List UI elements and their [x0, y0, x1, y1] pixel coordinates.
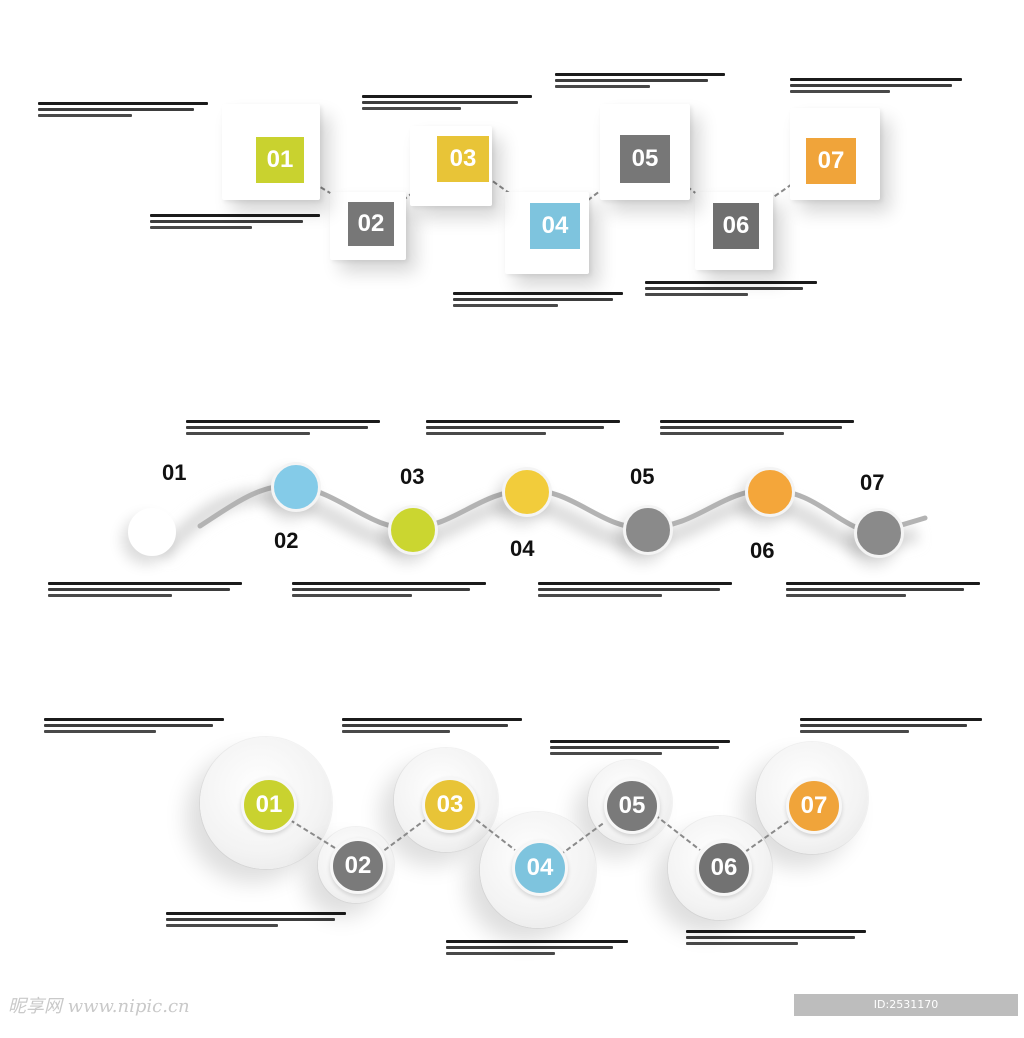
circle-number-07: 07 [786, 778, 842, 834]
wave-caption-bottom-2 [292, 582, 486, 604]
wave-dot-02 [271, 462, 321, 512]
circle-number-04: 04 [512, 840, 568, 896]
wave-dot-03 [388, 505, 438, 555]
step-chip-03: 03 [437, 136, 489, 182]
caption-01 [38, 102, 208, 124]
circle-number-01: 01 [241, 777, 297, 833]
caption-03 [362, 95, 532, 117]
circle-caption-04 [446, 940, 628, 962]
wave-dot-04 [502, 467, 552, 517]
circle-caption-06 [686, 930, 866, 952]
circle-number-03: 03 [422, 777, 478, 833]
circle-caption-01 [44, 718, 224, 740]
watermark-id: ID:2531170 NO:20140710085537418000 [794, 994, 1018, 1033]
wave-dot-05 [623, 505, 673, 555]
circle-number-02: 02 [330, 838, 386, 894]
watermark-left: 昵享网 www.nipic.cn [8, 996, 190, 1017]
wave-label-06: 06 [750, 538, 775, 563]
circle-caption-02 [166, 912, 346, 934]
wave-caption-bottom-3 [538, 582, 732, 604]
wave-label-02: 02 [274, 528, 299, 553]
step-chip-02: 02 [348, 202, 394, 246]
caption-05 [555, 73, 725, 95]
caption-06 [645, 281, 817, 303]
wave-label-04: 04 [510, 536, 535, 561]
circle-connectors [289, 814, 791, 856]
wave-label-07: 07 [860, 470, 885, 495]
wave-caption-top-3 [660, 420, 854, 442]
caption-04 [453, 292, 623, 314]
wave-label-05: 05 [630, 464, 655, 489]
wave-dot-07 [854, 508, 904, 558]
step-chip-01: 01 [256, 137, 304, 183]
wave-caption-top-1 [186, 420, 380, 442]
caption-02 [150, 214, 320, 236]
circle-number-06: 06 [696, 840, 752, 896]
wave-caption-bottom-4 [786, 582, 980, 604]
circle-number-05: 05 [604, 778, 660, 834]
circle-caption-07 [800, 718, 982, 740]
wave-label-01: 01 [162, 460, 187, 485]
step-chip-07: 07 [806, 138, 856, 184]
caption-07 [790, 78, 962, 100]
step-chip-06: 06 [713, 203, 759, 249]
step-chip-04: 04 [530, 203, 580, 249]
wave-label-03: 03 [400, 464, 425, 489]
circle-caption-05 [550, 740, 730, 762]
wave-dot-01 [128, 508, 176, 556]
wave-dot-06 [745, 467, 795, 517]
circle-caption-03 [342, 718, 522, 740]
step-chip-05: 05 [620, 135, 670, 183]
wave-caption-top-2 [426, 420, 620, 442]
wave-caption-bottom-1 [48, 582, 242, 604]
